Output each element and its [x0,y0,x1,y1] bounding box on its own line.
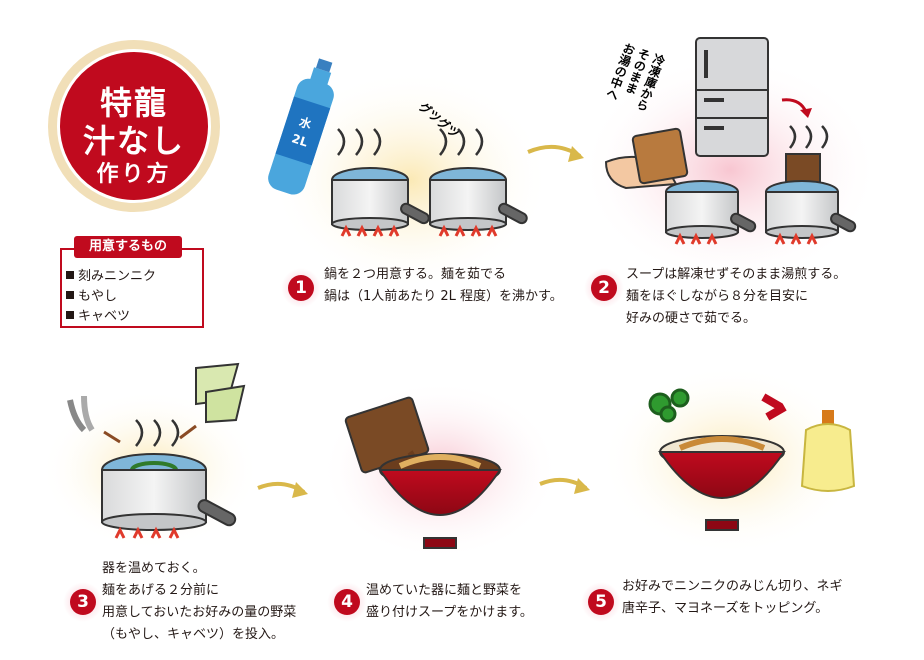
step-number: 3 [70,589,96,615]
title-line-3: 作り方 [96,162,172,187]
step-text-line: 用意しておいたお好みの量の野菜 [102,605,297,620]
garlic-icon [67,395,95,433]
bowl-icon [378,453,502,549]
step-text-line: 器を温めておく。 [102,561,206,576]
step-5-text: お好みでニンニクのみじん切り、ネギ 唐辛子、マヨネーズをトッピング。 [622,576,842,620]
green-onion-icon [648,388,690,423]
pot-icon [331,128,430,237]
red-arrow-head-icon [800,108,812,118]
step-text-line: （もやし、キャベツ）を投入。 [102,627,285,642]
flow-arrow-head-icon [292,482,308,498]
step-2-text: スープは解凍せずそのまま湯煎する。 麺をほぐしながら８分を目安に 好みの硬さで茹… [626,264,846,330]
pot-icon [665,180,757,245]
mayonnaise-icon [800,410,856,492]
cabbage-icon [195,362,246,424]
step-text-line: 唐辛子、マヨネーズをトッピング。 [622,601,829,616]
step-number: 5 [588,589,614,615]
step-number: 4 [334,589,360,615]
ingredient-item: 刻みニンニク [66,265,156,284]
step-text-line: 鍋は（1人前あたり 2L 程度）を沸かす。 [324,289,563,304]
pot-icon [101,419,237,539]
pot-icon [765,125,857,245]
step-text-line: 盛り付けスープをかけます。 [366,605,533,620]
title-badge: 特龍 汁なし 作り方 [57,49,211,203]
ingredient-item: もやし [66,285,117,304]
flow-arrow-head-icon [568,146,584,162]
ingredients-heading: 用意するもの [74,236,182,258]
ingredient-item: キャベツ [66,305,130,324]
step-4-text: 温めていた器に麺と野菜を 盛り付けスープをかけます。 [366,580,533,624]
flow-arrow-head-icon [574,478,590,494]
step-1-text: 鍋を２つ用意する。麺を茹でる 鍋は（1人前あたり 2L 程度）を沸かす。 [324,264,563,308]
freezer-icon [695,37,769,157]
bottle-label-2: 2L [290,131,310,149]
step-text-line: スープは解凍せずそのまま湯煎する。 [626,267,847,282]
brown-arrow-icon [103,430,121,444]
step-text-line: 温めていた器に麺と野菜を [366,583,523,598]
title-line-2: 汁なし [82,122,185,160]
bottle-label-1: 水 [297,114,314,132]
step-text-line: 麺をあげる２分前に [102,583,220,598]
brown-arrow-icon [179,424,197,440]
step-text-line: 好みの硬さで茹でる。 [626,311,757,326]
water-bottle-icon: 水 2L [268,58,334,195]
chili-icon [761,393,787,421]
step-number: 2 [591,275,617,301]
step-number: 1 [288,275,314,301]
step-text-line: 鍋を２つ用意する。麺を茹でる [324,267,507,282]
step-text-line: 麺をほぐしながら８分を目安に [626,289,809,304]
pot-icon [429,128,528,237]
title-line-1: 特龍 [99,84,168,122]
hand-noodles-icon [604,127,689,190]
step-text-line: お好みでニンニクのみじん切り、ネギ [622,579,843,594]
bowl-icon [658,435,786,531]
step-3-text: 器を温めておく。 麺をあげる２分前に 用意しておいたお好みの量の野菜 （もやし、… [102,558,296,646]
